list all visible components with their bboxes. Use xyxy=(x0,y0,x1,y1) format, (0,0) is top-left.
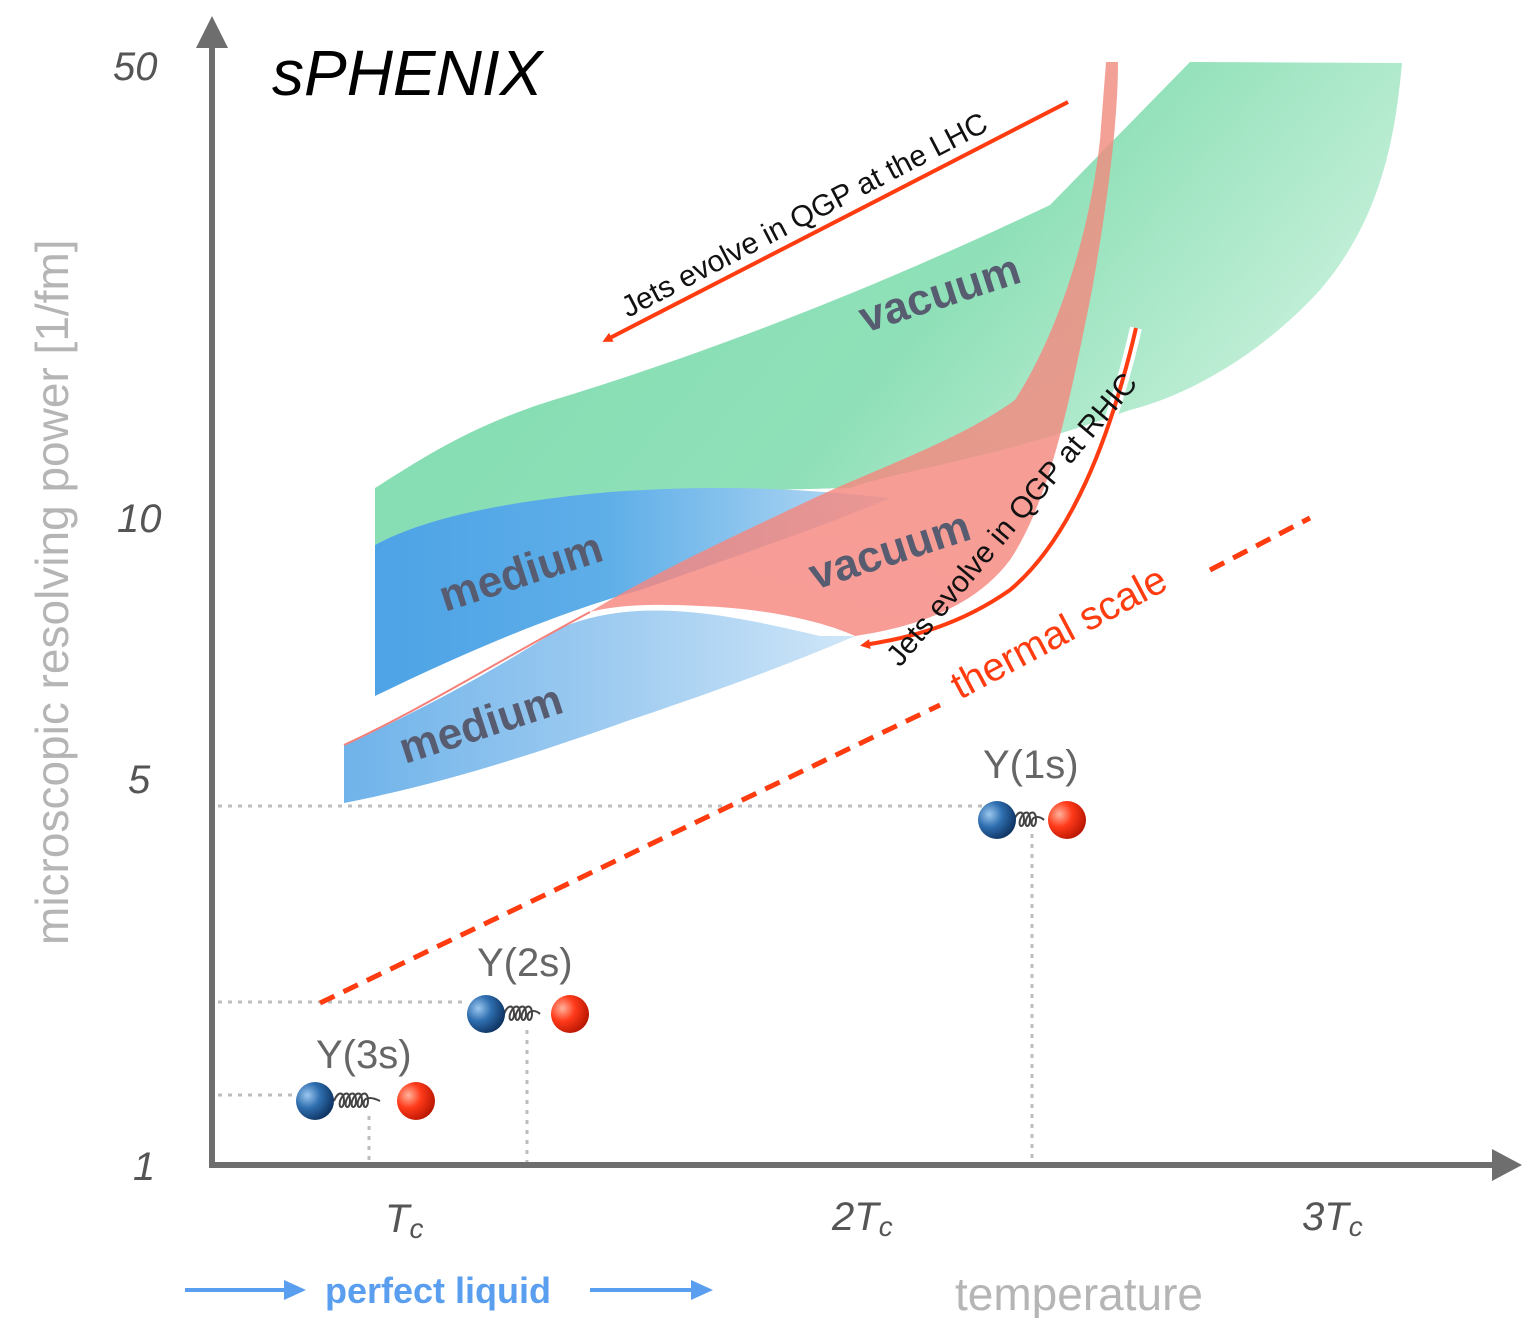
x-tick-tc-base: T xyxy=(385,1197,412,1241)
state-2s-antiquark-icon xyxy=(551,995,589,1033)
perfect-liquid-arrowhead-left xyxy=(284,1280,306,1300)
x-tick-3tc: 3Tc xyxy=(1302,1195,1363,1242)
experiment-title: sPHENIX xyxy=(272,37,545,109)
thermal-scale-line-upper xyxy=(1208,515,1312,573)
x-tick-tc: Tc xyxy=(385,1197,423,1244)
state-3s-label: Υ(3s) xyxy=(316,1033,412,1077)
state-2s-gluon xyxy=(503,1005,541,1021)
lhc-vacuum-band xyxy=(375,62,1402,545)
state-1s-quark-icon xyxy=(978,801,1016,839)
perfect-liquid-arrowhead-right xyxy=(691,1280,713,1300)
rhic-band-edge xyxy=(343,611,591,746)
y-tick-10: 10 xyxy=(117,497,162,541)
perfect-liquid-annotation: perfect liquid xyxy=(185,1270,713,1311)
state-1s: Υ(1s) xyxy=(978,743,1086,839)
lhc-jets-arrow xyxy=(602,100,1069,342)
x-tick-2tc-sub: c xyxy=(879,1211,893,1242)
thermal-scale-line xyxy=(318,702,942,1006)
x-tick-2tc: 2Tc xyxy=(831,1195,893,1242)
x-tick-tc-sub: c xyxy=(409,1213,423,1244)
y-axis-arrowhead xyxy=(196,16,228,48)
state-1s-antiquark-icon xyxy=(1048,801,1086,839)
state-3s-quark-icon xyxy=(296,1082,334,1120)
x-tick-2tc-base: 2T xyxy=(831,1195,881,1239)
rhic-vacuum-band xyxy=(590,62,1118,636)
guide-lines xyxy=(218,804,1034,1162)
state-3s-gluon xyxy=(333,1092,381,1108)
y-tick-50: 50 xyxy=(113,45,158,89)
state-1s-gluon xyxy=(1013,811,1045,827)
rhic-medium-band xyxy=(344,610,855,803)
state-2s: Υ(2s) xyxy=(467,941,589,1033)
x-tick-3tc-sub: c xyxy=(1349,1211,1363,1242)
x-axis-title: temperature xyxy=(955,1268,1203,1318)
y-tick-5: 5 xyxy=(128,758,151,802)
rhic-jets-arrow-line xyxy=(860,327,1138,650)
state-3s-antiquark-icon xyxy=(397,1082,435,1120)
state-3s: Υ(3s) xyxy=(296,1033,435,1120)
x-tick-3tc-base: 3T xyxy=(1302,1195,1351,1239)
axes xyxy=(196,16,1522,1181)
perfect-liquid-label: perfect liquid xyxy=(325,1270,551,1311)
state-2s-label: Υ(2s) xyxy=(477,941,573,985)
y-axis-title: microscopic resolving power [1/fm] xyxy=(26,239,78,945)
y-tick-1: 1 xyxy=(133,1145,155,1189)
x-axis-arrowhead xyxy=(1492,1149,1522,1181)
state-2s-quark-icon xyxy=(467,995,505,1033)
state-1s-label: Υ(1s) xyxy=(983,743,1079,787)
